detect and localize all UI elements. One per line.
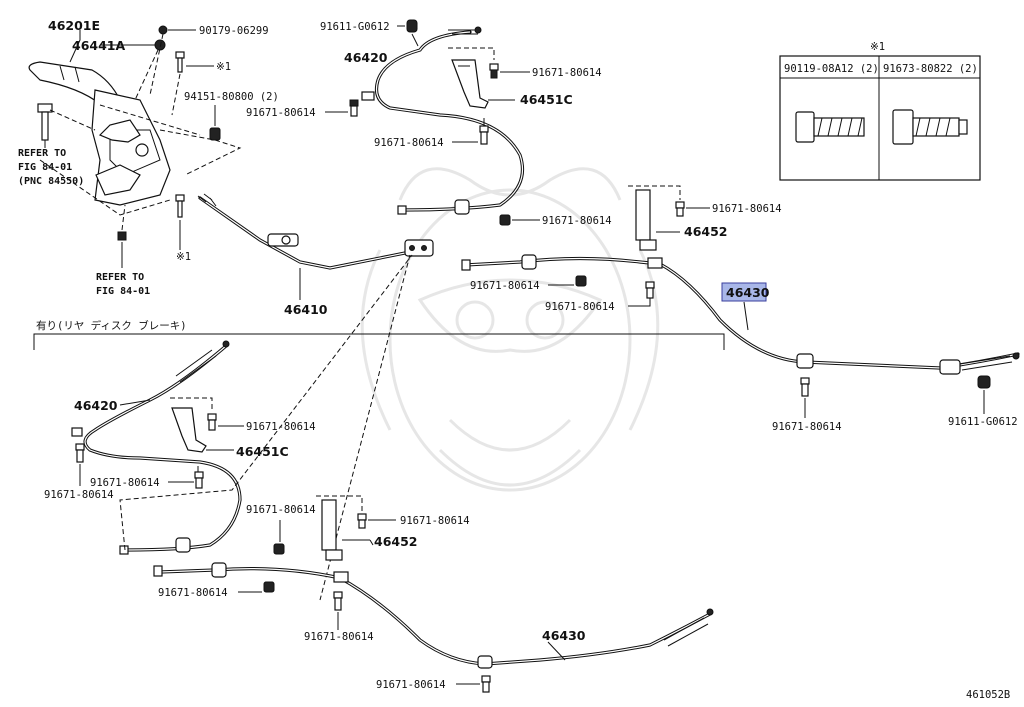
inset-col-91673[interactable]: 91673-80822 (2)	[883, 63, 978, 75]
bracket-46451C-top	[451, 59, 489, 109]
clip-91611-top	[406, 19, 418, 33]
label-90179-06299[interactable]: 90179-06299	[199, 25, 269, 37]
label-91671-l[interactable]: 91671-80614	[44, 489, 114, 501]
label-94151-80800[interactable]: 94151-80800 (2)	[184, 91, 279, 103]
label-91671-o[interactable]: 91671-80614	[158, 587, 228, 599]
front-cable-46410	[197, 193, 434, 270]
label-91671-g[interactable]: 91671-80614	[545, 301, 615, 313]
page-code: 461052B	[966, 689, 1010, 701]
section-bracket	[33, 333, 725, 350]
label-refer-pnc: (PNC 84550)	[18, 176, 84, 187]
cable-46420-top	[361, 26, 525, 215]
inset-mark: ※1	[870, 41, 885, 53]
bolt-bottom-a	[75, 443, 85, 463]
bolt-main-2	[645, 281, 655, 299]
label-46452-bottom[interactable]: 46452	[374, 534, 418, 549]
bolt-90119-08A12-icon	[795, 111, 865, 143]
bolt-a	[349, 99, 359, 117]
bracket-46452-bottom	[321, 499, 343, 561]
label-91671-q[interactable]: 91671-80614	[376, 679, 446, 691]
bolt-bottom-bracket	[207, 413, 217, 431]
bracket-46452-top	[635, 189, 657, 251]
label-46430-main[interactable]: 46430	[726, 285, 770, 300]
bolt-star1-bottom	[175, 194, 185, 218]
label-91671-n[interactable]: 91671-80614	[400, 515, 470, 527]
label-91671-c[interactable]: 91671-80614	[374, 137, 444, 149]
cable-46420-bottom	[71, 340, 242, 555]
label-star1-top: ※1	[216, 61, 231, 73]
cable-46430-main	[461, 254, 1020, 375]
label-91671-p[interactable]: 91671-80614	[304, 631, 374, 643]
bracket-46451C-bottom	[171, 407, 207, 453]
bolt-d	[499, 214, 511, 226]
label-46430-bottom[interactable]: 46430	[542, 628, 586, 643]
label-91671-m[interactable]: 91671-80614	[246, 504, 316, 516]
bolt-bottom-b	[194, 471, 204, 489]
label-46201E[interactable]: 46201E	[48, 18, 100, 33]
label-91671-b[interactable]: 91671-80614	[246, 107, 316, 119]
label-refer-to-b: REFER TO	[96, 272, 144, 283]
label-91671-a[interactable]: 91671-80614	[532, 67, 602, 79]
clip-91611-right	[977, 375, 991, 389]
bolt-91673-80822-icon	[892, 109, 968, 145]
label-91671-i[interactable]: 91671-80614	[772, 421, 842, 433]
watermark-logo	[360, 167, 660, 492]
label-91611-G0612-right[interactable]: 91611-G0612	[948, 416, 1018, 428]
highlight-box-46430[interactable]	[721, 282, 767, 302]
label-46420-bottom[interactable]: 46420	[74, 398, 118, 413]
bolt-top-bracket	[489, 63, 499, 79]
bolt-bottom-c	[273, 543, 285, 555]
label-refer-to-a: REFER TO	[18, 148, 66, 159]
label-91671-d[interactable]: 91671-80614	[542, 215, 612, 227]
label-46420-top[interactable]: 46420	[344, 50, 388, 65]
label-refer-fig-b[interactable]: FIG 84-01	[96, 286, 150, 297]
label-46452-top[interactable]: 46452	[684, 224, 728, 239]
cable-46430-bottom	[153, 562, 714, 669]
label-91671-k[interactable]: 91671-80614	[90, 477, 160, 489]
label-46451C-bottom[interactable]: 46451C	[236, 444, 289, 459]
bolt-46430-bottom-3	[481, 675, 491, 693]
label-46441A[interactable]: 46441A	[72, 38, 125, 53]
parking-brake-lever-46201E	[28, 61, 171, 206]
inset-col-90119[interactable]: 90119-08A12 (2)	[784, 63, 879, 75]
bolt-46430-bottom-1	[263, 581, 275, 593]
bolt-c	[479, 125, 489, 145]
bolt-46430-bottom-2	[333, 591, 343, 611]
label-91671-f[interactable]: 91671-80614	[470, 280, 540, 292]
bolt-46452-top	[675, 201, 685, 217]
bolt-main-1	[575, 275, 587, 287]
clip-left	[37, 103, 53, 141]
bolt-94151	[209, 127, 221, 141]
label-91671-j[interactable]: 91671-80614	[246, 421, 316, 433]
label-91611-G0612-top[interactable]: 91611-G0612	[320, 21, 390, 33]
bolt-refer-lower	[117, 231, 127, 241]
label-46451C-top[interactable]: 46451C	[520, 92, 573, 107]
bolt-star1-top	[175, 51, 185, 73]
section-note-rear-disc: 有り(リヤ ディスク ブレーキ)	[36, 319, 187, 332]
label-91671-e[interactable]: 91671-80614	[712, 203, 782, 215]
label-star1-bottom: ※1	[176, 251, 191, 263]
bolt-main-3	[800, 377, 810, 397]
bolt-46452-bottom	[357, 513, 367, 529]
label-refer-fig-a[interactable]: FIG 84-01	[18, 162, 72, 173]
label-46410[interactable]: 46410	[284, 302, 328, 317]
inset-fastener-box	[779, 55, 981, 181]
